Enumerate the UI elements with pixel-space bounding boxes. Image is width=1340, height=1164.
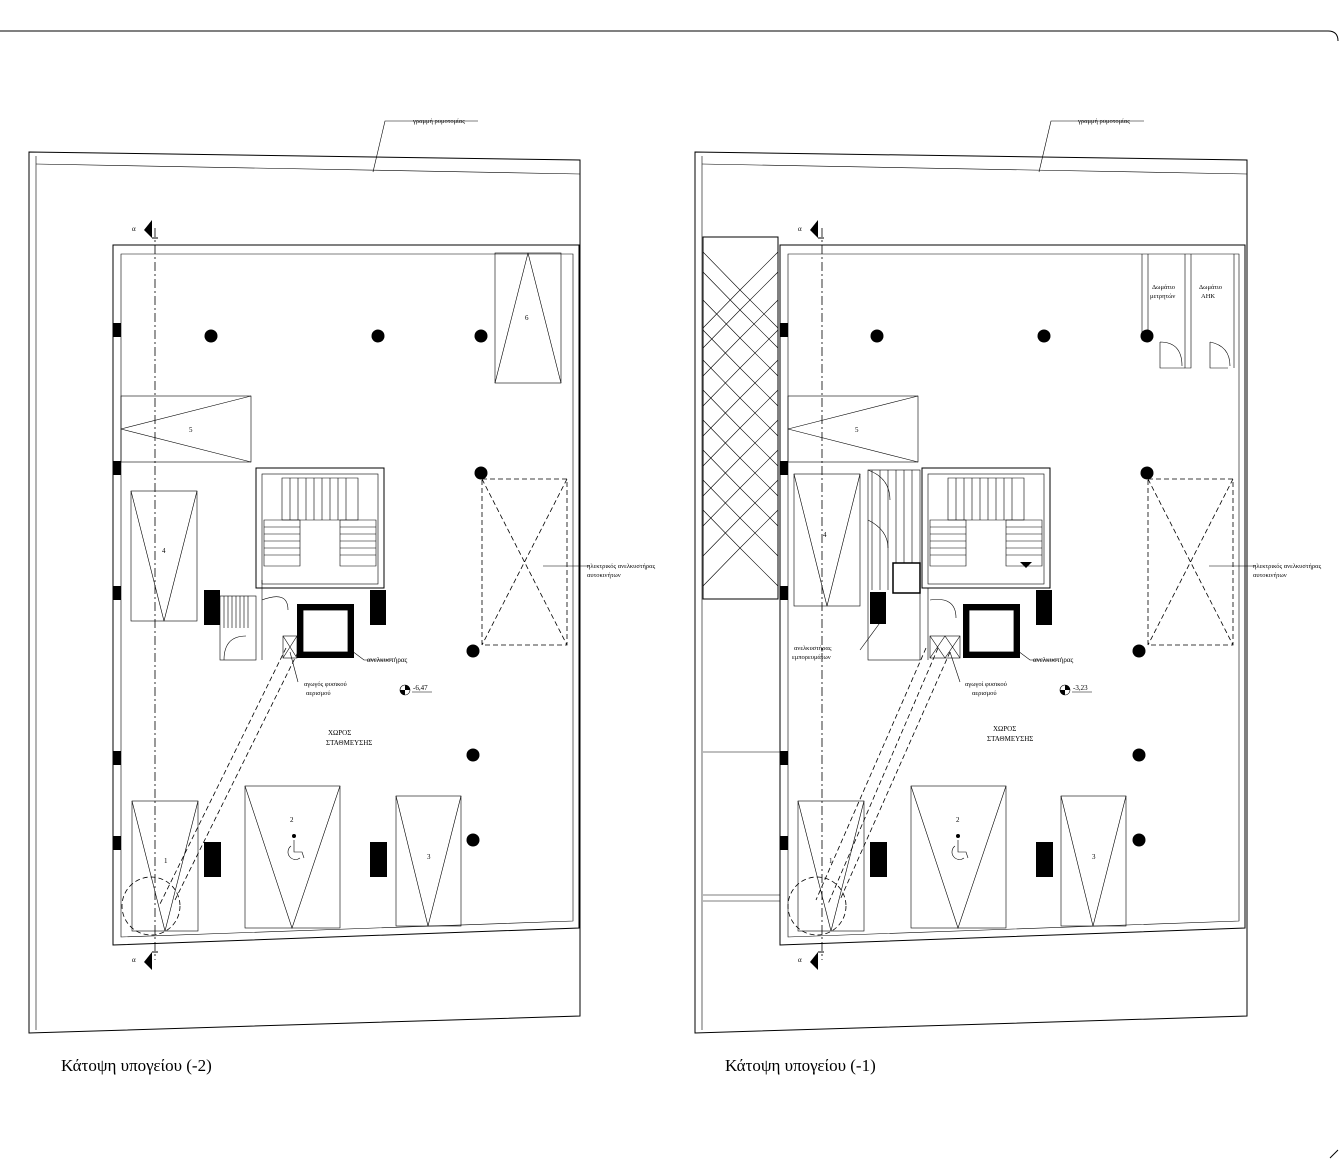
stair-core xyxy=(921,467,1051,589)
svg-text:ηλεκτρικός ανελκυστήρας: ηλεκτρικός ανελκυστήρας xyxy=(1253,563,1322,570)
svg-text:ΧΩΡΟΣ: ΧΩΡΟΣ xyxy=(328,729,351,737)
svg-text:1: 1 xyxy=(164,857,168,865)
stair-core xyxy=(255,467,385,589)
sheet-border xyxy=(0,30,1339,42)
stairs xyxy=(263,477,377,567)
door-swing xyxy=(223,635,247,661)
car-lift xyxy=(481,478,568,646)
parking-space-4 xyxy=(793,473,861,607)
svg-text:εμπορευμάτων: εμπορευμάτων xyxy=(792,654,831,661)
column xyxy=(1132,644,1146,658)
parking-space-1 xyxy=(797,800,865,932)
column xyxy=(466,748,480,762)
svg-text:α: α xyxy=(132,956,136,964)
vent-ducts xyxy=(929,635,961,659)
door-swing xyxy=(261,580,289,660)
plan-caption: Κάτοψη υπογείου (-2) xyxy=(61,1056,212,1075)
svg-text:ΣΤΑΘΜΕΥΣΗΣ: ΣΤΑΘΜΕΥΣΗΣ xyxy=(987,735,1033,743)
plot-boundary xyxy=(28,151,581,1034)
svg-text:α: α xyxy=(798,225,802,233)
svg-text:4: 4 xyxy=(162,547,166,555)
svg-text:αερισμού: αερισμού xyxy=(972,690,997,697)
svg-text:ΑΗΚ: ΑΗΚ xyxy=(1201,293,1215,300)
svg-text:α: α xyxy=(132,225,136,233)
column xyxy=(371,329,385,343)
svg-text:α: α xyxy=(798,956,802,964)
column xyxy=(474,466,488,480)
vent-duct xyxy=(282,635,298,659)
plot-boundary xyxy=(694,151,1248,1034)
wheelchair-icon xyxy=(951,834,969,860)
service-rooms xyxy=(1141,254,1235,369)
svg-text:-3,23: -3,23 xyxy=(1073,684,1088,692)
svg-text:-6,47: -6,47 xyxy=(413,684,428,692)
svg-text:5: 5 xyxy=(189,426,193,434)
parking-space-3 xyxy=(395,795,462,927)
parking-space-2 xyxy=(910,785,1007,929)
column xyxy=(466,833,480,847)
column xyxy=(1132,748,1146,762)
svg-text:4: 4 xyxy=(823,531,827,539)
svg-text:Δωμάτιο: Δωμάτιο xyxy=(1199,284,1222,291)
goods-lift xyxy=(892,562,921,594)
floor-plan-basement-2: γραμμή ρυμοτομίας 6 5 4 xyxy=(28,118,656,1075)
wheelchair-icon xyxy=(287,834,305,860)
svg-text:3: 3 xyxy=(1092,853,1096,861)
floor-plan-basement-1: γραμμή ρυμοτομίας Δωμάτιο μετρητών Δωμάτ… xyxy=(694,118,1322,1075)
svg-text:αερισμού: αερισμού xyxy=(306,690,331,697)
column xyxy=(466,644,480,658)
svg-text:αγωγοί φυσικού: αγωγοί φυσικού xyxy=(965,681,1007,688)
parking-space-2 xyxy=(244,785,341,929)
column xyxy=(1037,329,1051,343)
parking-space-4 xyxy=(130,490,198,622)
building-line-label: γραμμή ρυμοτομίας xyxy=(1077,118,1130,125)
plan-caption: Κάτοψη υπογείου (-1) xyxy=(725,1056,876,1075)
sheet-corner xyxy=(1329,1149,1339,1159)
building-outline xyxy=(112,244,580,946)
svg-text:ΧΩΡΟΣ: ΧΩΡΟΣ xyxy=(993,725,1016,733)
svg-text:μετρητών: μετρητών xyxy=(1150,293,1175,300)
column xyxy=(1140,329,1154,343)
svg-text:ηλεκτρικός ανελκυστήρας: ηλεκτρικός ανελκυστήρας xyxy=(587,563,656,570)
column xyxy=(474,329,488,343)
parking-space-5 xyxy=(120,395,252,463)
column xyxy=(1132,833,1146,847)
column xyxy=(1140,466,1154,480)
building-line xyxy=(35,163,581,175)
svg-text:ανελκυστήρας: ανελκυστήρας xyxy=(367,656,408,664)
svg-text:5: 5 xyxy=(855,426,859,434)
svg-text:2: 2 xyxy=(290,816,294,824)
svg-text:6: 6 xyxy=(525,314,529,322)
car-lift xyxy=(1147,478,1234,646)
svg-text:αυτοκινήτων: αυτοκινήτων xyxy=(587,572,621,579)
svg-text:ανελκυστήρας: ανελκυστήρας xyxy=(794,645,832,652)
svg-text:ανελκυστήρας: ανελκυστήρας xyxy=(1033,656,1074,664)
ramp-path xyxy=(815,647,951,905)
svg-text:ΣΤΑΘΜΕΥΣΗΣ: ΣΤΑΘΜΕΥΣΗΣ xyxy=(326,739,372,747)
ramp-hatched xyxy=(702,236,779,600)
parking-space-3 xyxy=(1060,795,1127,927)
svg-text:3: 3 xyxy=(427,853,431,861)
svg-text:2: 2 xyxy=(956,816,960,824)
parking-space-1 xyxy=(131,800,199,932)
building-outline xyxy=(779,244,1246,946)
svg-text:1: 1 xyxy=(829,857,833,865)
parking-space-5 xyxy=(787,395,919,463)
ramp-path xyxy=(159,647,299,905)
svg-text:Δωμάτιο: Δωμάτιο xyxy=(1152,284,1175,291)
svg-text:αυτοκινήτων: αυτοκινήτων xyxy=(1253,572,1287,579)
column xyxy=(204,329,218,343)
svg-text:αγωγός φυσικού: αγωγός φυσικού xyxy=(304,681,347,688)
column xyxy=(870,329,884,343)
building-line-label: γραμμή ρυμοτομίας xyxy=(412,118,465,125)
building-line xyxy=(701,163,1248,175)
